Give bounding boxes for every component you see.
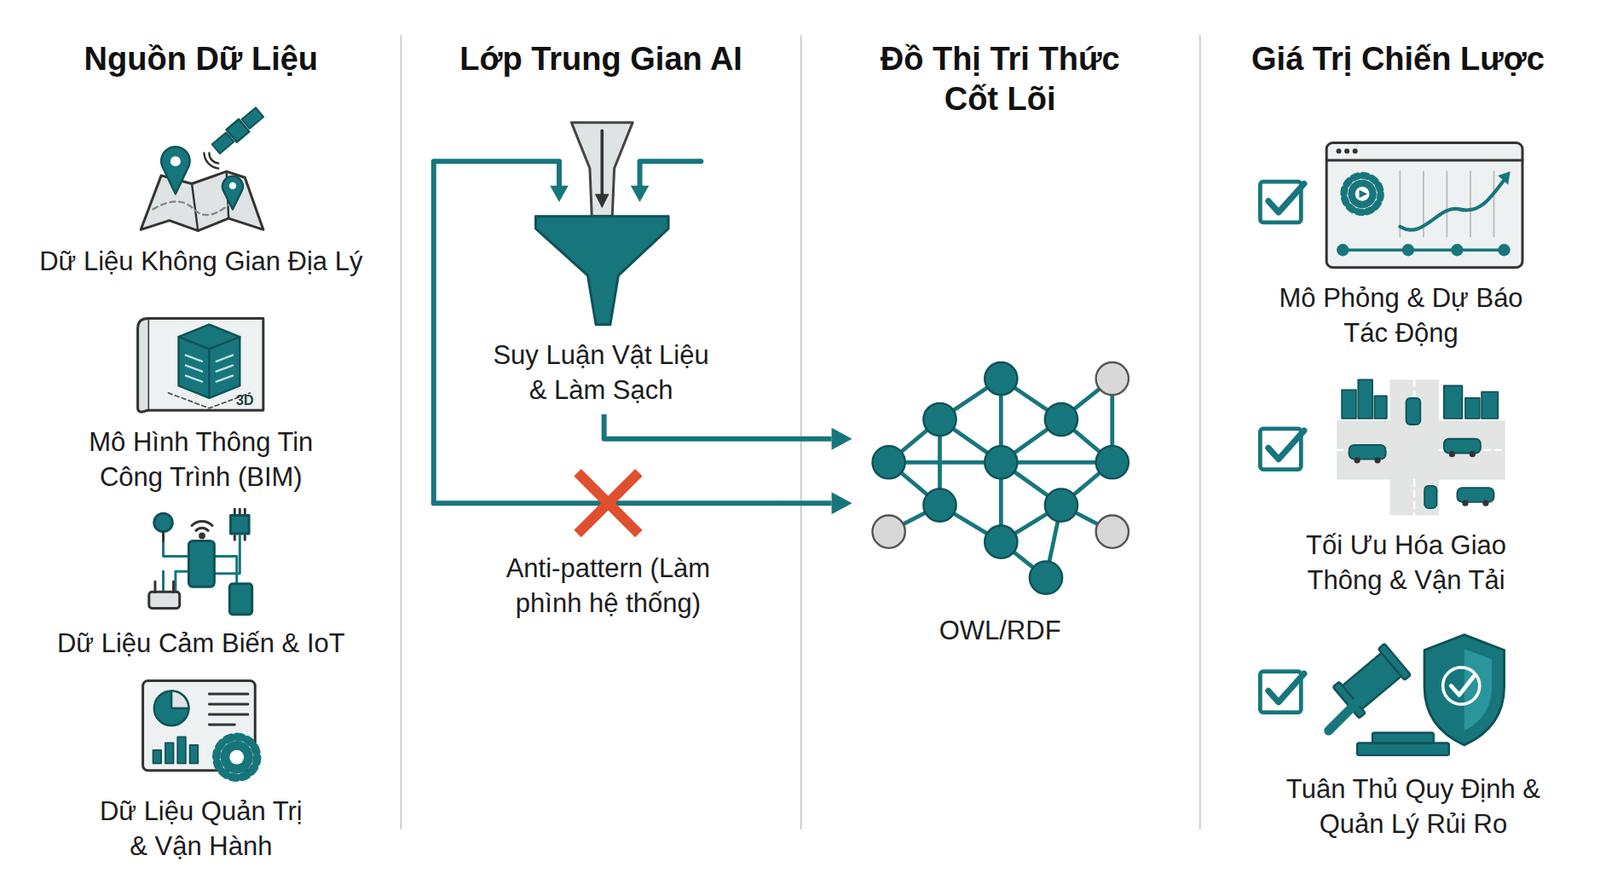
source-node: Dữ Liệu Quản Trị & Vận Hành (6, 678, 395, 869)
check-box (1259, 181, 1304, 712)
arrow-head (831, 427, 853, 451)
connector-line (604, 414, 832, 439)
column-header: Đồ Thị Tri Thức Cốt Lõi (878, 39, 1122, 120)
compliance-icon (1328, 635, 1505, 756)
connector-line (776, 500, 832, 506)
icon-tag: 3D (236, 392, 254, 409)
value-node: Mô Phỏng & Dự Báo Tác Động (1227, 143, 1575, 356)
source-node: Dữ Liệu Không Gian Địa Lý (6, 107, 395, 284)
node-label: Tối Ưu Hóa Giao Thông & Vận Tải (1304, 527, 1508, 598)
connector (604, 414, 853, 451)
source-node: Mô Hình Thông Tin Công Trình (BIM) (6, 314, 395, 500)
arrow-head (630, 185, 650, 203)
source-node: Dữ Liệu Cảm Biến & IoT (6, 512, 395, 666)
dashboard-icon (1326, 143, 1523, 268)
bim-icon (138, 317, 264, 412)
iot-icon (149, 508, 253, 614)
knowledge-graph (872, 362, 1128, 595)
node-label: Dữ Liệu Không Gian Địa Lý (39, 243, 363, 279)
node-label: Tuân Thủ Quy Định & Quản Lý Rủi Ro (1283, 771, 1543, 842)
column-header: Giá Trị Chiến Lược (1251, 39, 1545, 80)
node-label: Suy Luận Vật Liệu & Làm Sạch (490, 337, 711, 408)
node-label: Anti-pattern (Làm phình hệ thống) (479, 550, 737, 621)
value-node: Tuân Thủ Quy Định & Quản Lý Rủi Ro (1239, 632, 1587, 847)
arrow-head (549, 185, 569, 203)
reject-cross (577, 472, 640, 534)
column-divider (400, 35, 1200, 829)
arrow-head (831, 491, 853, 515)
node-label: Dữ Liệu Quản Trị & Vận Hành (98, 793, 305, 864)
antipattern-node: Anti-pattern (Làm phình hệ thống) (439, 469, 777, 627)
column-header: Nguồn Dữ Liệu (84, 39, 318, 80)
node-label: Dữ Liệu Cảm Biến & IoT (57, 625, 346, 661)
node-label: Mô Phỏng & Dự Báo Tác Động (1276, 280, 1525, 351)
governance-icon (143, 680, 258, 778)
node-label: OWL/RDF (939, 612, 1062, 648)
inflow-arrow (433, 161, 777, 503)
value-node: Tối Ưu Hóa Giao Thông & Vận Tải (1232, 379, 1580, 602)
traffic-icon (1336, 379, 1506, 515)
connector (776, 491, 853, 515)
funnel-icon (535, 122, 669, 325)
node-label: Mô Hình Thông Tin Công Trình (BIM) (86, 424, 316, 495)
process-node: Suy Luận Vật Liệu & Làm Sạch (433, 122, 770, 413)
graph-node: OWL/RDF (852, 358, 1149, 653)
map-icon (140, 105, 266, 231)
column-header: Lớp Trung Gian AI (459, 39, 743, 80)
